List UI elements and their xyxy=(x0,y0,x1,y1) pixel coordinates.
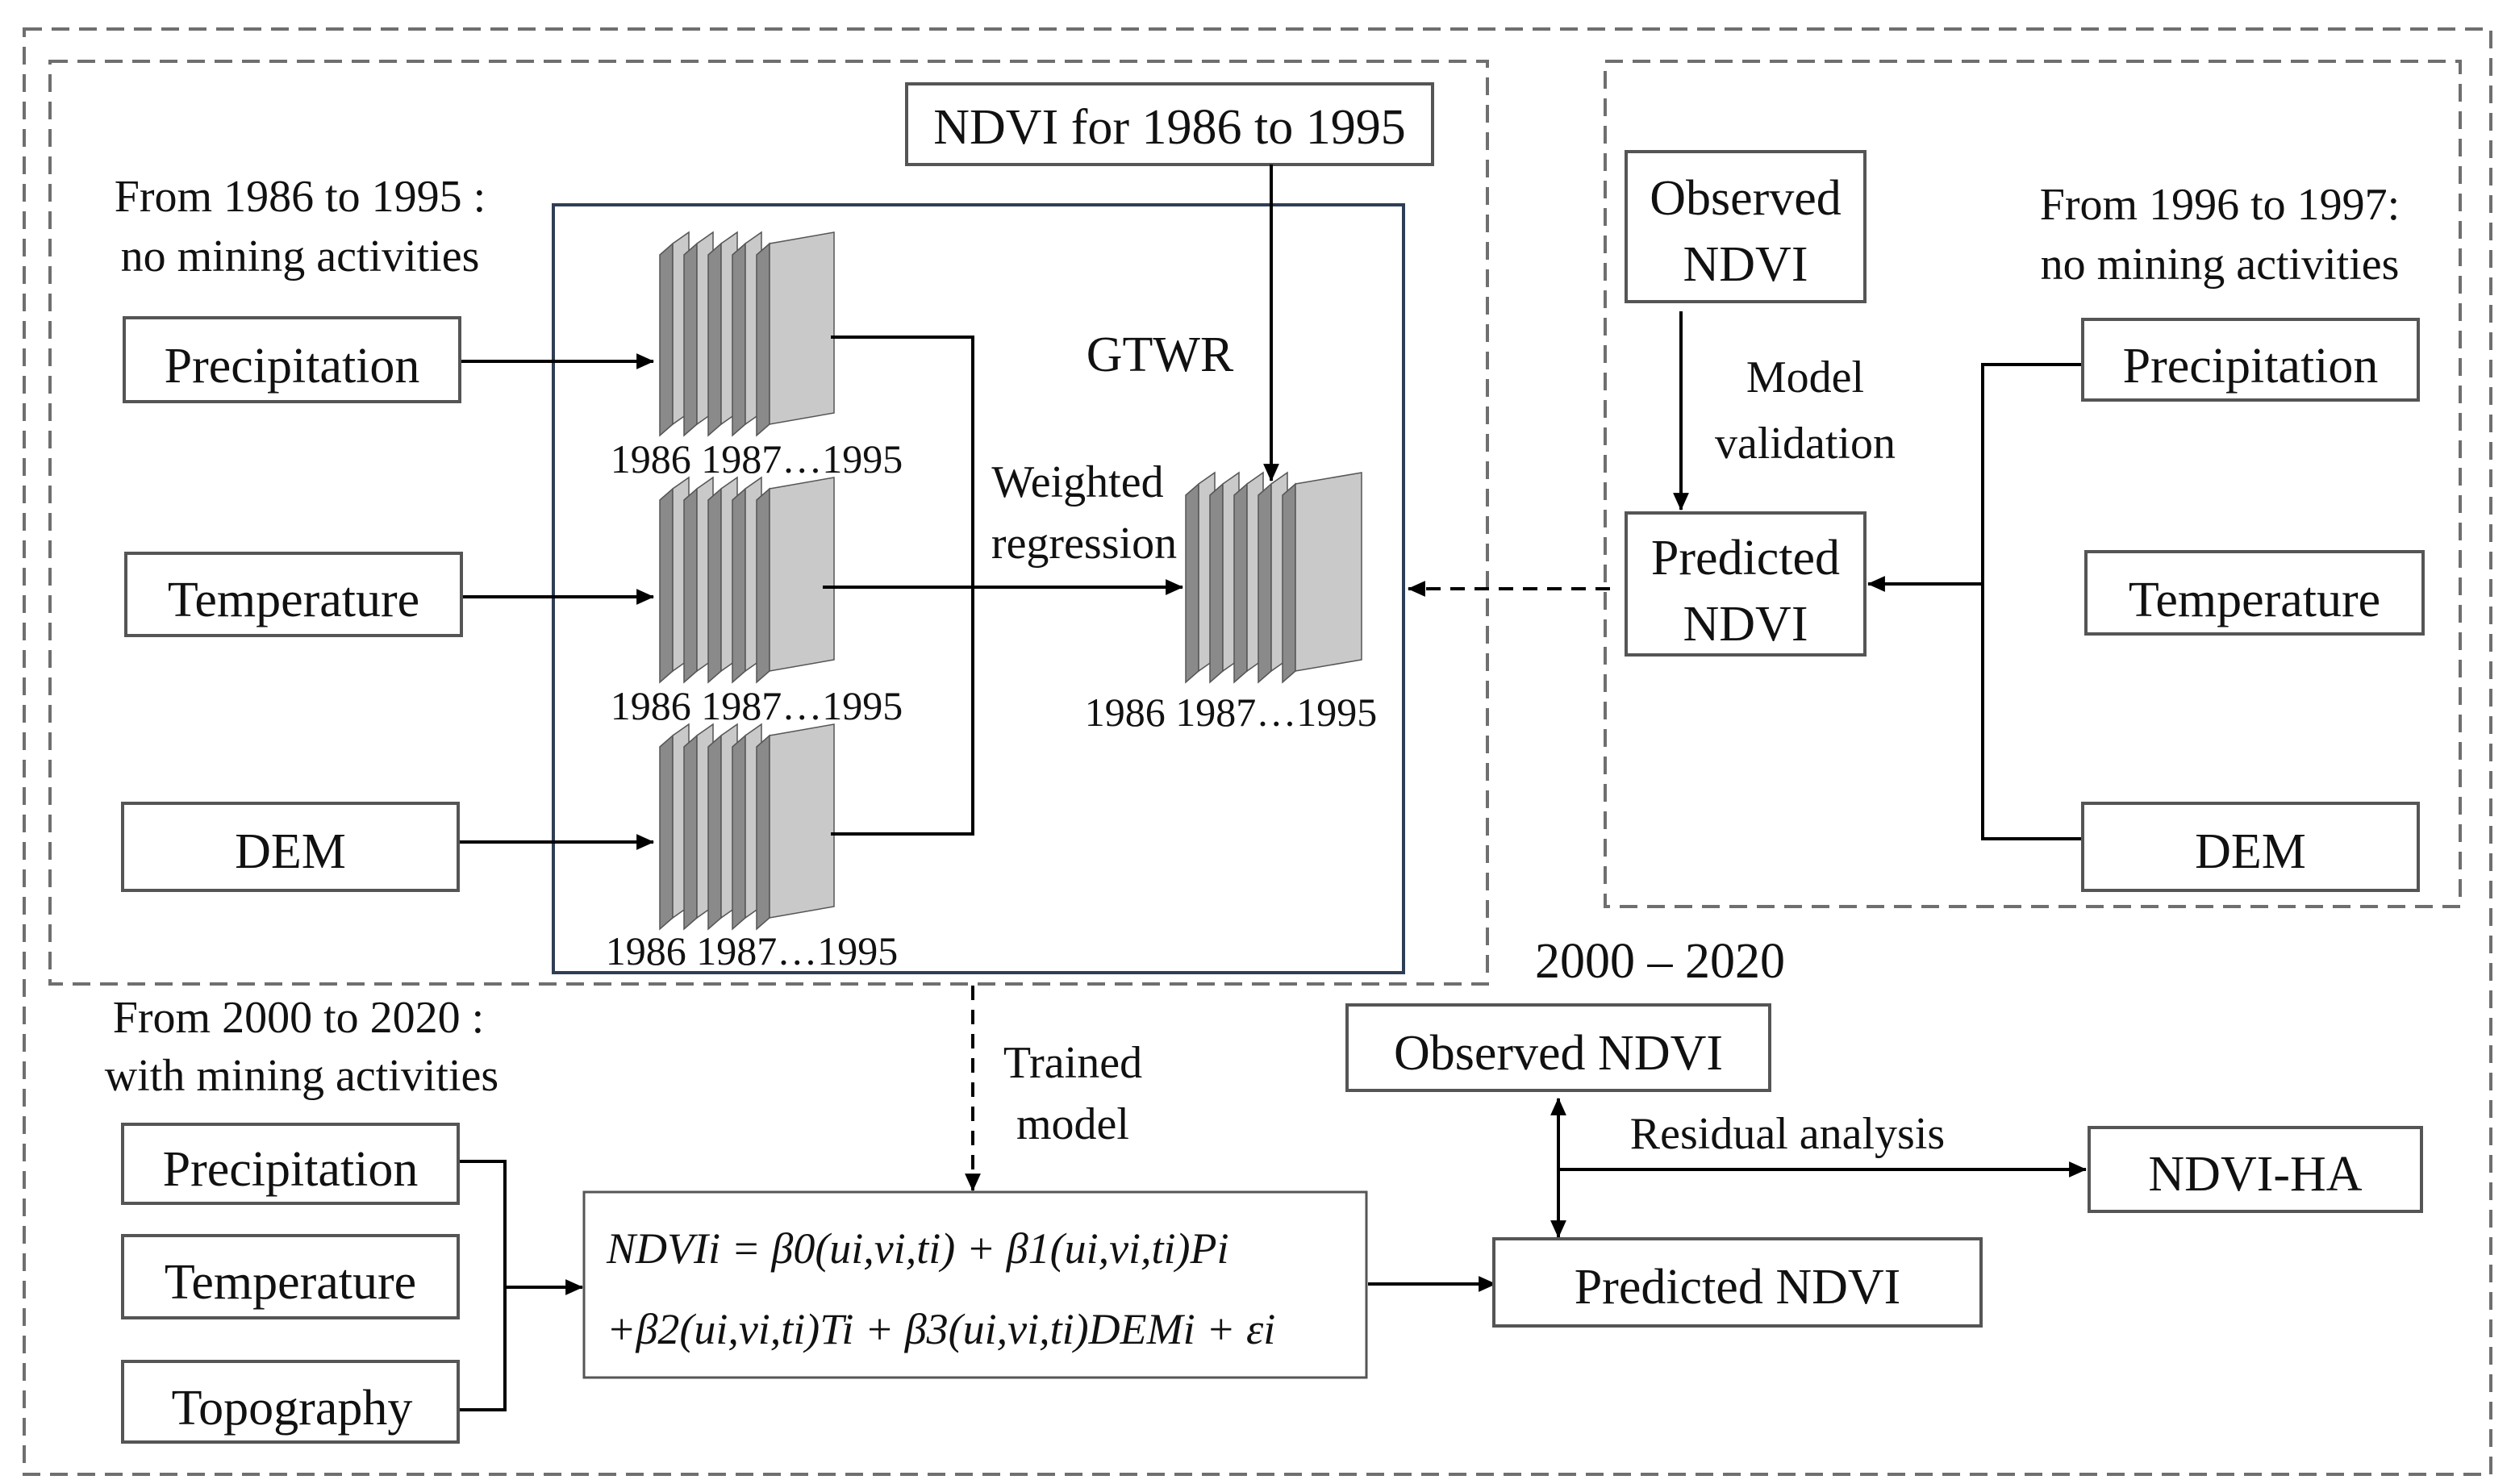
validation-period-line1: From 1996 to 1997: xyxy=(2040,180,2400,230)
ndvi-ha-label: NDVI-HA xyxy=(2148,1147,2362,1202)
gtwr-label: GTWR xyxy=(1087,327,1234,382)
dem-layer-stack xyxy=(659,723,835,931)
layer-front xyxy=(1295,472,1362,672)
layer-side xyxy=(1185,482,1199,684)
temperature-validation-box xyxy=(2084,550,2425,636)
layer-front xyxy=(769,723,835,919)
equation-line2: +β2(ui,vi,ti)Ti + β3(ui,vi,ti)DEMi + εi xyxy=(607,1305,1275,1353)
layer-side xyxy=(732,487,746,684)
topography-application-label: Topography xyxy=(172,1381,413,1436)
gtwr-box xyxy=(552,203,1405,974)
training-period-line2: no mining activities xyxy=(121,231,480,281)
temperature-label: Temperature xyxy=(168,573,419,627)
ndvi-input-box xyxy=(905,82,1434,166)
layer-side xyxy=(1233,482,1248,684)
layer-side xyxy=(659,242,674,437)
validation-period-line2: no mining activities xyxy=(2041,240,2400,290)
precipitation-label: Precipitation xyxy=(165,339,420,394)
precipitation-validation-label: Precipitation xyxy=(2123,339,2379,394)
outer-dashed-frame xyxy=(23,27,2492,1476)
training-period-line1: From 1986 to 1995 : xyxy=(115,172,486,222)
dem-box xyxy=(121,802,460,892)
application-inputs-connector xyxy=(460,1160,507,1411)
layer-side xyxy=(659,487,674,684)
application-range-label: 2000 – 2020 xyxy=(1535,934,1785,989)
layer-side xyxy=(732,242,746,437)
trained-model-line2: model xyxy=(1016,1099,1129,1149)
validation-inputs-connector xyxy=(1981,363,2081,840)
precipitation-application-label: Precipitation xyxy=(163,1142,419,1197)
observed-ndvi-application-box xyxy=(1345,1003,1771,1092)
topography-application-box xyxy=(121,1360,460,1444)
precipitation-application-box xyxy=(121,1123,460,1205)
layer-side xyxy=(1209,482,1224,684)
precipitation-box xyxy=(123,316,461,403)
precipitation-years: 1986 1987…1995 xyxy=(611,436,903,481)
layer-side xyxy=(683,242,698,437)
weighted-label-line2: regression xyxy=(991,519,1177,569)
predicted-ndvi-validation-box xyxy=(1625,511,1867,657)
validation-dashed-frame xyxy=(1604,60,2462,908)
layer-front xyxy=(769,231,835,425)
training-dashed-frame xyxy=(48,60,1489,986)
validation-line1: Model xyxy=(1746,352,1864,402)
trained-model-line1: Trained xyxy=(1003,1038,1142,1088)
observed-ndvi-application-label: Observed NDVI xyxy=(1394,1026,1723,1081)
layer-side xyxy=(683,487,698,684)
layer-side xyxy=(1282,482,1296,684)
dem-validation-box xyxy=(2081,802,2420,892)
temperature-validation-label: Temperature xyxy=(2129,573,2380,627)
layer-side xyxy=(707,487,722,684)
layer-side xyxy=(756,242,770,437)
ndvi-ha-box xyxy=(2088,1126,2423,1213)
predicted-ndvi-validation-line1: Predicted xyxy=(1651,531,1840,586)
layer-side xyxy=(707,242,722,437)
layer-side xyxy=(683,734,698,931)
equation-line1: NDVIi = β0(ui,vi,ti) + β1(ui,vi,ti)Pi xyxy=(606,1224,1229,1273)
temperature-box xyxy=(124,552,463,637)
dem-label: DEM xyxy=(235,824,346,879)
residual-analysis-label: Residual analysis xyxy=(1630,1109,1945,1159)
precipitation-validation-box xyxy=(2081,318,2420,402)
temperature-years: 1986 1987…1995 xyxy=(611,683,903,728)
predicted-ndvi-validation-line2: NDVI xyxy=(1683,597,1808,652)
layer-side xyxy=(732,734,746,931)
temperature-layer-stack xyxy=(659,476,835,684)
observed-ndvi-line2: NDVI xyxy=(1683,237,1808,292)
weighted-label-line1: Weighted xyxy=(991,457,1163,507)
predicted-ndvi-application-box xyxy=(1492,1237,1983,1328)
validation-line2: validation xyxy=(1715,419,1896,469)
application-period-line2: with mining activities xyxy=(105,1051,498,1101)
ndvi-years: 1986 1987…1995 xyxy=(1085,690,1378,735)
temperature-application-box xyxy=(121,1234,460,1319)
application-period-line1: From 2000 to 2020 : xyxy=(113,993,484,1043)
layer-side xyxy=(707,734,722,931)
ndvi-input-label: NDVI for 1986 to 1995 xyxy=(933,100,1406,155)
layer-front xyxy=(769,477,835,672)
observed-ndvi-box xyxy=(1625,150,1867,303)
dem-validation-label: DEM xyxy=(2195,824,2306,879)
ndvi-layer-stack xyxy=(1185,471,1362,684)
predicted-ndvi-application-label: Predicted NDVI xyxy=(1575,1260,1901,1315)
dem-years: 1986 1987…1995 xyxy=(606,928,899,973)
observed-ndvi-line1: Observed xyxy=(1650,171,1842,226)
layer-side xyxy=(756,487,770,684)
layer-side xyxy=(659,734,674,931)
equation-box xyxy=(582,1190,1368,1379)
temperature-application-label: Temperature xyxy=(165,1255,416,1310)
precipitation-layer-stack xyxy=(659,231,835,437)
layer-side xyxy=(1258,482,1272,684)
layer-side xyxy=(756,734,770,931)
